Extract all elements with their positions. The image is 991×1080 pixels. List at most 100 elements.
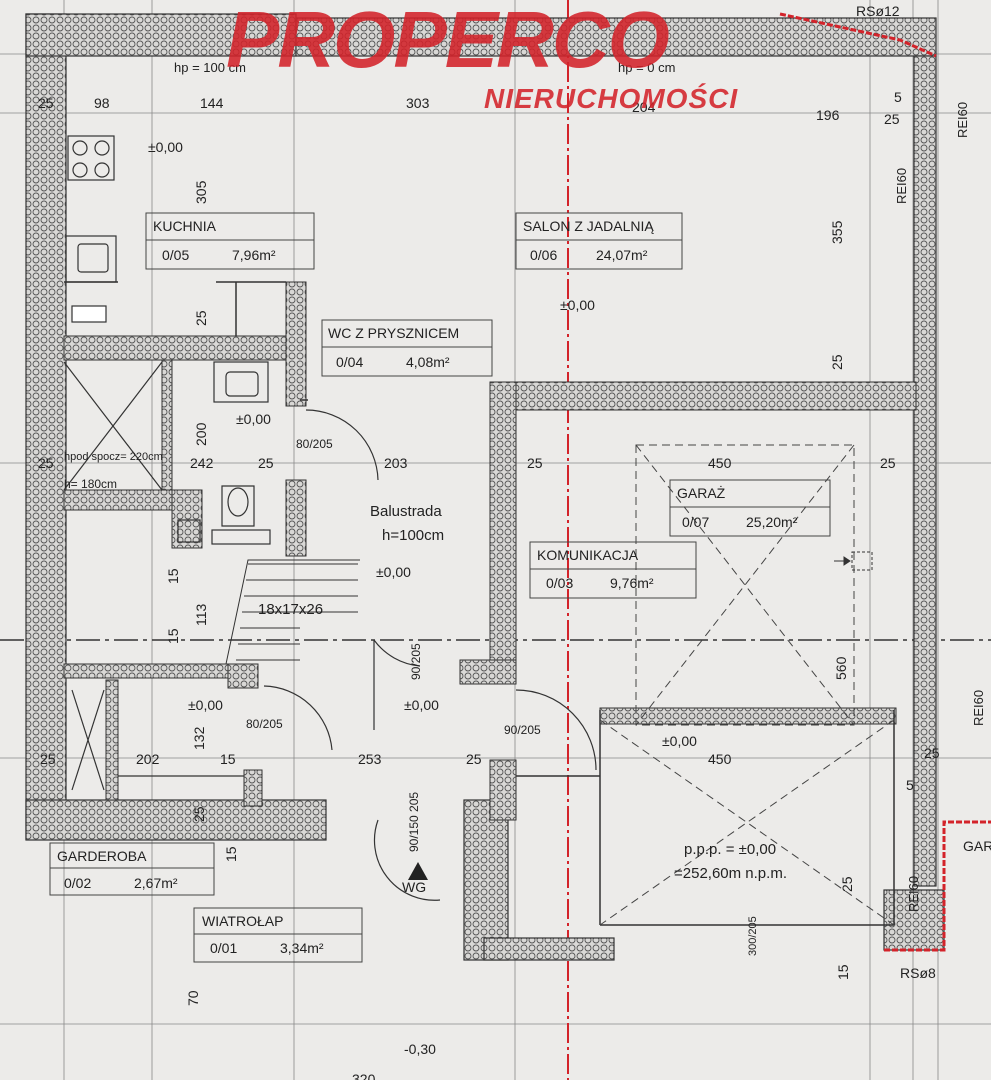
dim-bottom-2: 15 bbox=[220, 751, 236, 767]
room-kuchnia: KUCHNIA 0/05 7,96m² bbox=[153, 218, 276, 263]
level-hall: ±0,00 bbox=[404, 697, 439, 713]
rei60-1: REI60 bbox=[894, 168, 909, 204]
rs-bottom: RSø8 bbox=[900, 965, 936, 981]
interior-walls bbox=[63, 281, 917, 821]
room-garaz: GARAŻ 0/07 25,20m² bbox=[677, 484, 798, 530]
logo-subtitle: NIERUCHOMOŚCI bbox=[484, 83, 739, 114]
dim-5: 5 bbox=[906, 777, 914, 793]
properco-logo: PROPERCO NIERUCHOMOŚCI bbox=[226, 0, 771, 120]
room-id: 0/05 bbox=[162, 247, 189, 263]
dim-bottom-5: 450 bbox=[708, 751, 732, 767]
dim-top-7: 25 bbox=[884, 111, 900, 127]
room-garderoba: GARDEROBA 0/02 2,67m² bbox=[57, 848, 178, 891]
dim-15a: 15 bbox=[165, 568, 181, 584]
room-area: 25,20m² bbox=[746, 514, 798, 530]
room-id: 0/01 bbox=[210, 940, 237, 956]
annotations: hp = 100 cm hp = 0 cm RSø12 RSø8 Balustr… bbox=[64, 3, 986, 981]
dim-bottom-1: 202 bbox=[136, 751, 160, 767]
dim-top-6: 196 bbox=[816, 107, 840, 123]
garage-door-lines bbox=[599, 444, 895, 926]
room-name: KUCHNIA bbox=[153, 218, 217, 234]
red-boundary bbox=[884, 820, 991, 952]
room-id: 0/03 bbox=[546, 575, 573, 591]
stairs-label: 18x17x26 bbox=[258, 601, 323, 618]
h180-label: h= 180cm bbox=[64, 477, 117, 491]
logo-brand: PROPERCO bbox=[226, 0, 670, 84]
hp-left: hp = 100 cm bbox=[174, 60, 246, 75]
room-neighbor-garage: GAR bbox=[963, 838, 991, 854]
door-wc: 80/205 bbox=[296, 437, 333, 451]
level-garderoba: ±0,00 bbox=[188, 697, 223, 713]
door-entrance: 90/150 205 bbox=[407, 792, 421, 852]
door-komunikacja: 90/205 bbox=[409, 643, 423, 680]
dim-right-25: 25 bbox=[924, 745, 940, 761]
dim-top-8: 5 bbox=[894, 89, 902, 105]
balustrada-label: Balustrada bbox=[370, 503, 442, 520]
room-wc: WC Z PRYSZNICEM 0/04 4,08m² bbox=[328, 325, 459, 370]
dim-132: 132 bbox=[191, 726, 207, 750]
dim-mid-4: 25 bbox=[527, 455, 543, 471]
red-boundary-top bbox=[779, 12, 937, 58]
level-garaz: ±0,00 bbox=[662, 733, 697, 749]
dim-25c: 25 bbox=[191, 806, 207, 822]
level-entrance: -0,30 bbox=[404, 1041, 436, 1057]
rei60-4: REI60 bbox=[971, 690, 986, 726]
room-id: 0/07 bbox=[682, 514, 709, 530]
dim-305: 305 bbox=[193, 180, 209, 204]
hpod-label: hpod spocz= 220cm bbox=[64, 451, 163, 463]
room-area: 4,08m² bbox=[406, 354, 450, 370]
room-name: KOMUNIKACJA bbox=[537, 547, 639, 563]
dim-355: 355 bbox=[829, 220, 845, 244]
dim-mid-1: 242 bbox=[190, 455, 214, 471]
room-area: 24,07m² bbox=[596, 247, 648, 263]
balustrada-height: h=100cm bbox=[382, 527, 444, 544]
room-area: 9,76m² bbox=[610, 575, 654, 591]
dim-mid-3: 203 bbox=[384, 455, 408, 471]
dim-25b: 25 bbox=[829, 354, 845, 370]
dim-560: 560 bbox=[833, 656, 849, 680]
dim-mid-5: 450 bbox=[708, 455, 732, 471]
wg-label: WG bbox=[402, 879, 426, 895]
rei60-2: REI60 bbox=[906, 876, 921, 912]
dim-top-3: 144 bbox=[200, 95, 224, 111]
dim-bottom-3: 253 bbox=[358, 751, 382, 767]
door-swings bbox=[263, 409, 597, 901]
dim-bottom-4: 25 bbox=[466, 751, 482, 767]
room-area: 3,34m² bbox=[280, 940, 324, 956]
dim-left-25b: 25 bbox=[40, 751, 56, 767]
rei60-3: REI60 bbox=[955, 102, 970, 138]
level-komunikacja: ±0,00 bbox=[376, 564, 411, 580]
room-komunikacja: KOMUNIKACJA 0/03 9,76m² bbox=[537, 547, 654, 591]
room-area: 2,67m² bbox=[134, 875, 178, 891]
dim-mid-2: 25 bbox=[258, 455, 274, 471]
dim-top-2: 98 bbox=[94, 95, 110, 111]
npm-label: =252,60m n.p.m. bbox=[674, 865, 787, 882]
interior-lines bbox=[64, 281, 895, 926]
hp-right: hp = 0 cm bbox=[618, 60, 675, 75]
room-name: GARAŻ bbox=[677, 484, 726, 501]
room-name: WIATROŁAP bbox=[202, 913, 283, 929]
door-garderoba: 80/205 bbox=[246, 717, 283, 731]
room-name: GARDEROBA bbox=[57, 848, 147, 864]
dim-top-4: 303 bbox=[406, 95, 430, 111]
dim-15d: 15 bbox=[835, 964, 851, 980]
garage-marker bbox=[834, 551, 873, 571]
room-id: 0/02 bbox=[64, 875, 91, 891]
kitchen-fixtures bbox=[65, 135, 117, 323]
dim-15b: 15 bbox=[165, 628, 181, 644]
room-id: 0/04 bbox=[336, 354, 363, 370]
dim-25d: 25 bbox=[839, 876, 855, 892]
room-id: 0/06 bbox=[530, 247, 557, 263]
room-name: WC Z PRYSZNICEM bbox=[328, 325, 459, 341]
room-name: SALON Z JADALNIĄ bbox=[523, 218, 654, 234]
dim-25a: 25 bbox=[193, 310, 209, 326]
dim-top-1: 25 bbox=[38, 95, 54, 111]
ppp-label: p.p.p. = ±0,00 bbox=[684, 841, 776, 858]
rs-top: RSø12 bbox=[856, 3, 900, 19]
dim-top-5: 204 bbox=[632, 99, 656, 115]
dim-15c: 15 bbox=[223, 846, 239, 862]
level-wc: ±0,00 bbox=[236, 411, 271, 427]
room-area: 7,96m² bbox=[232, 247, 276, 263]
stairs bbox=[225, 559, 360, 665]
